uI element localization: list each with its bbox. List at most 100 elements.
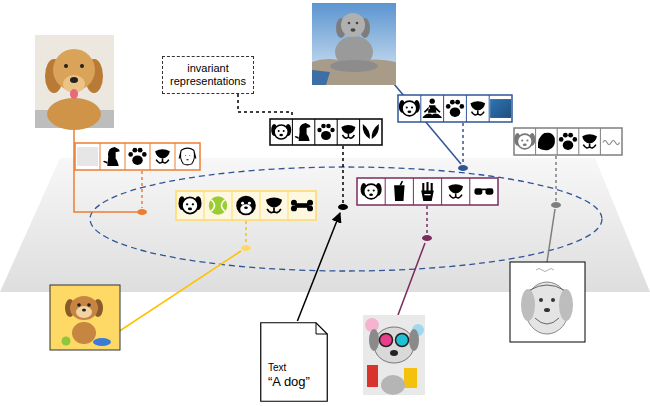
popart-bg	[363, 315, 425, 395]
concept-icon	[470, 101, 485, 115]
sketch-eye	[539, 298, 543, 302]
dog-chest	[47, 98, 101, 130]
eye-icon	[367, 189, 369, 191]
water	[312, 70, 330, 85]
eye-icon	[192, 203, 194, 205]
popart-lens	[380, 334, 393, 347]
concept-icon	[363, 124, 379, 139]
eye-icon	[411, 106, 413, 108]
concept-icon	[394, 181, 405, 201]
concept-icon	[423, 99, 442, 118]
embedding-point	[422, 235, 432, 241]
strip-divider	[443, 95, 444, 122]
paw-toe	[450, 100, 455, 105]
eye-icon	[526, 139, 528, 141]
face-icon	[517, 134, 532, 149]
sketch-scribble	[530, 285, 564, 324]
straw-icon	[400, 181, 402, 185]
paint-splash	[365, 318, 379, 332]
concept-icon	[603, 140, 620, 144]
ball-icon	[209, 196, 227, 214]
popart-lens	[396, 334, 409, 347]
concept-icon	[179, 148, 196, 165]
popart-ear	[409, 329, 419, 351]
concept-icon	[266, 197, 282, 212]
eye-icon	[521, 139, 523, 141]
paw-toe	[138, 148, 143, 153]
pale-icon	[77, 147, 98, 166]
strip-divider	[359, 119, 360, 145]
paw-toe	[573, 137, 578, 142]
statue-photo	[312, 3, 396, 85]
dog-nose	[70, 77, 78, 83]
mouth-icon	[267, 208, 281, 213]
nose-icon	[408, 110, 412, 113]
glasses-lens	[485, 188, 493, 194]
embedding-point	[241, 245, 251, 251]
eye-icon	[373, 189, 375, 191]
popart-body	[381, 375, 405, 395]
statue-legs	[330, 60, 378, 72]
concept-icon	[514, 133, 535, 149]
eye-icon	[248, 202, 251, 205]
strip-frame	[270, 119, 382, 145]
concept-icon	[317, 124, 334, 140]
nose-icon	[369, 193, 373, 196]
strip-divider	[175, 143, 176, 170]
concept-icon	[155, 149, 170, 163]
water-icon	[490, 99, 511, 118]
strip-divider	[150, 143, 151, 170]
face-icon	[402, 101, 417, 116]
cup-icon	[394, 185, 405, 201]
concept-icon	[538, 133, 555, 151]
concept-icon	[448, 184, 463, 198]
document-text: “A dog”	[268, 374, 324, 390]
strip-divider	[292, 119, 293, 145]
paw-toe	[568, 133, 573, 138]
nose-icon	[188, 208, 192, 211]
dog-eye	[64, 64, 68, 68]
concept-icon	[291, 200, 313, 212]
text-arrow	[297, 213, 340, 321]
paw-toe	[460, 104, 465, 109]
strip-divider	[232, 191, 233, 220]
mouth-icon	[156, 159, 169, 163]
concept-icon	[490, 99, 511, 118]
sitting-dog-icon	[295, 123, 311, 141]
latent-ellipse	[90, 167, 602, 271]
paw-toe	[317, 128, 321, 132]
cartoon-dog	[50, 285, 120, 350]
icon-strip	[176, 191, 316, 220]
nose-icon	[341, 125, 355, 134]
dashed-leader	[342, 146, 344, 203]
sketch-ear	[521, 289, 535, 321]
dashed-leader	[245, 221, 247, 244]
nose-icon	[523, 143, 527, 146]
cartoon-eye	[77, 303, 81, 307]
dog-eye	[80, 64, 84, 68]
face-icon	[274, 125, 288, 139]
cartoon-face	[76, 306, 92, 318]
leader-line	[118, 251, 241, 332]
eye-icon	[241, 202, 244, 205]
strip-divider	[385, 178, 386, 205]
sketch-bg	[510, 262, 585, 342]
concept-icon	[421, 182, 434, 201]
dashed-leader	[238, 94, 292, 118]
leader-line	[398, 243, 425, 315]
strip-frame	[398, 95, 512, 122]
sketch-ear	[559, 289, 573, 321]
statue-eye	[348, 22, 351, 25]
nose-icon	[244, 207, 248, 210]
leader-line	[547, 209, 555, 262]
concept-icon	[559, 133, 577, 150]
strip-divider	[413, 178, 414, 205]
icon-strip	[398, 95, 512, 122]
paw-toe	[446, 104, 451, 109]
sketch-eye	[551, 298, 555, 302]
statue-eye	[356, 22, 359, 25]
concept-icon	[236, 196, 256, 216]
mouth-icon	[583, 144, 596, 148]
paw-toe	[132, 148, 137, 153]
